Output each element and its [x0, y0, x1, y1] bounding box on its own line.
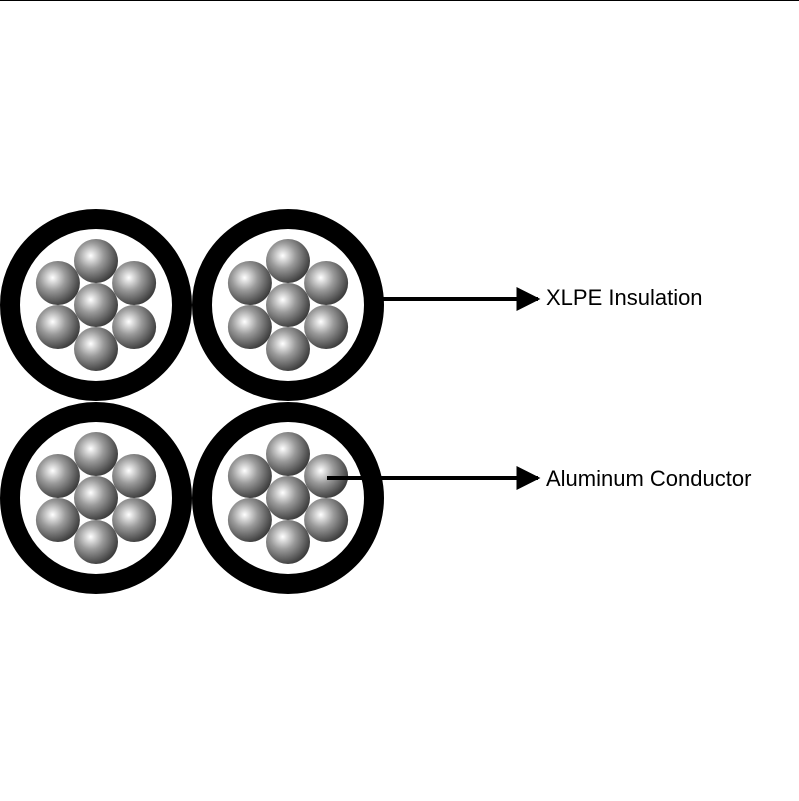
center-conductor-strand	[266, 283, 310, 327]
cable-group	[0, 209, 384, 594]
conductor-strand	[227, 261, 272, 305]
conductor-strand	[266, 327, 310, 371]
conductor-strand	[74, 239, 118, 283]
conductor-strand	[74, 327, 118, 371]
conductor-strand	[266, 520, 310, 564]
conductor-strand	[74, 520, 118, 564]
conductor-strand	[112, 498, 157, 542]
top-border-line	[0, 0, 799, 1]
conductor-strand	[112, 305, 157, 349]
conductor-strand	[35, 261, 80, 305]
cable-top-right	[192, 209, 384, 401]
aluminum-conductor-label: Aluminum Conductor	[546, 466, 752, 491]
conductor-strand	[35, 498, 80, 542]
conductor-strand	[227, 454, 272, 498]
conductor-strand	[227, 305, 272, 349]
cable-bottom-left	[0, 402, 192, 594]
xlpe-insulation-label: XLPE Insulation	[546, 285, 703, 310]
conductor-strand	[74, 432, 118, 476]
center-conductor-strand	[74, 283, 118, 327]
conductor-strand	[35, 305, 80, 349]
cable-top-left	[0, 209, 192, 401]
center-conductor-strand	[74, 476, 118, 520]
conductor-strand	[304, 305, 349, 349]
conductor-strand	[304, 261, 349, 305]
conductor-strand	[266, 239, 310, 283]
conductor-strand	[35, 454, 80, 498]
conductor-strand	[112, 261, 157, 305]
center-conductor-strand	[266, 476, 310, 520]
conductor-strand	[112, 454, 157, 498]
conductor-strand	[304, 454, 349, 498]
conductor-strand	[227, 498, 272, 542]
conductor-strand	[266, 432, 310, 476]
conductor-strand	[304, 498, 349, 542]
cable-bottom-right	[192, 402, 384, 594]
